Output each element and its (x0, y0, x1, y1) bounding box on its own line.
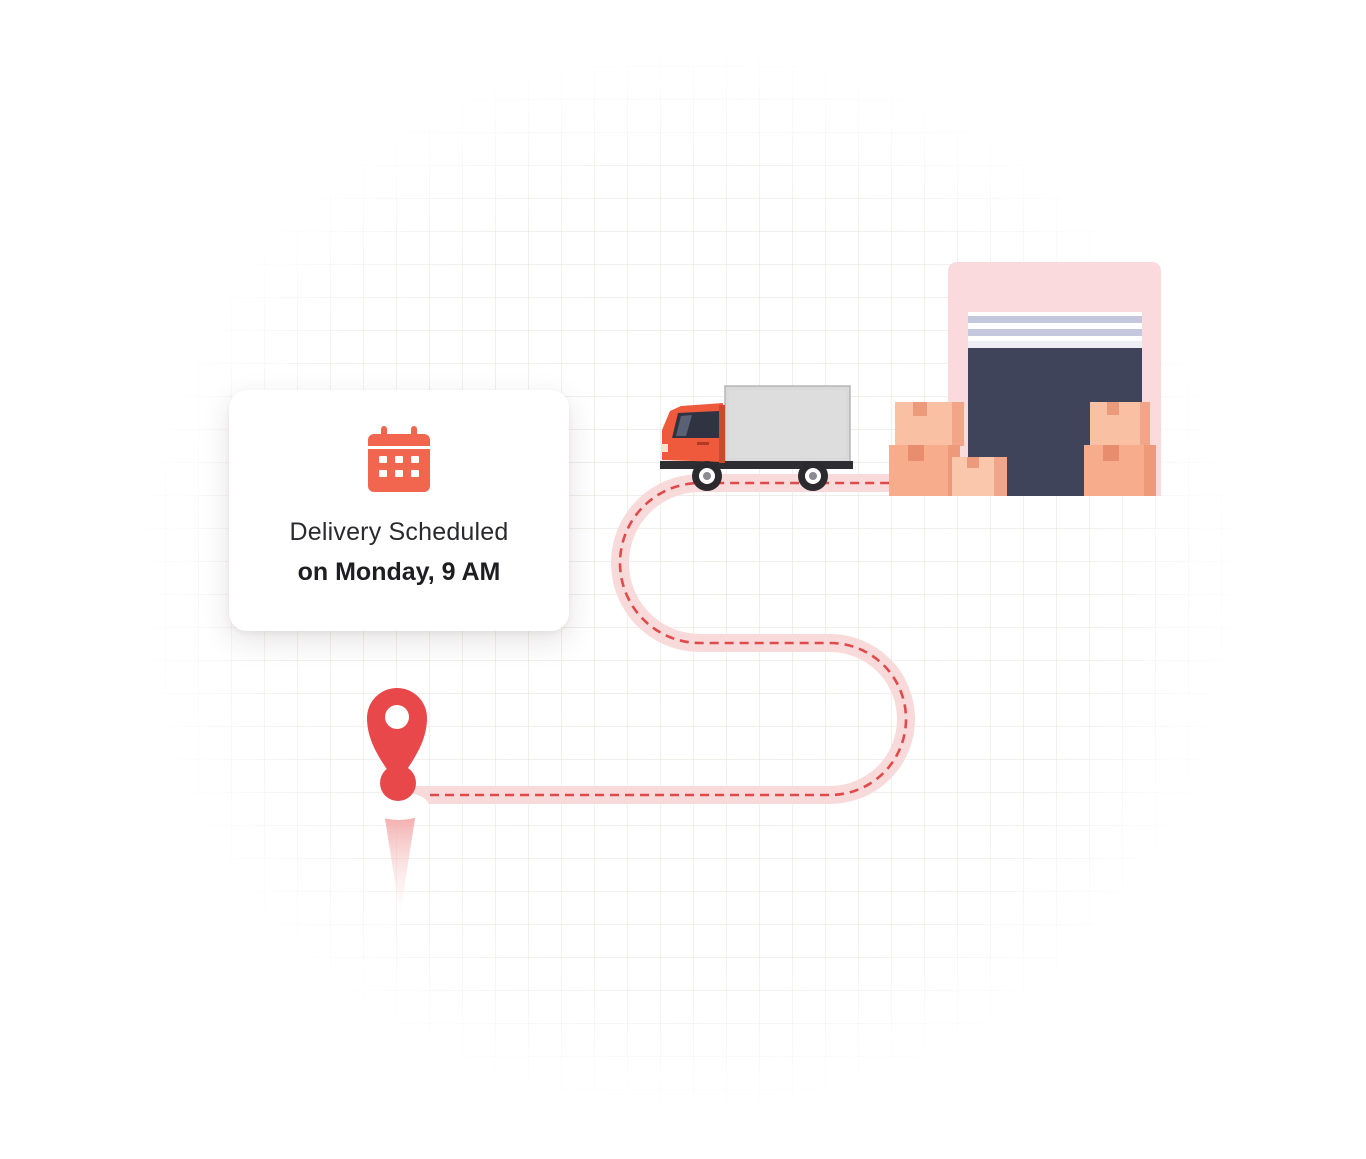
delivery-time-text: on Monday, 9 AM (297, 558, 501, 586)
package-box-icon (889, 402, 1007, 496)
calendar-icon (368, 426, 430, 492)
delivery-truck-icon (660, 385, 853, 491)
package-box-icon (1084, 402, 1156, 496)
route-dashed-line (430, 481, 908, 797)
delivery-status-text: Delivery Scheduled (289, 518, 509, 546)
location-pin-icon (367, 688, 429, 915)
delivery-schedule-card: Delivery Scheduled on Monday, 9 AM (229, 390, 569, 631)
